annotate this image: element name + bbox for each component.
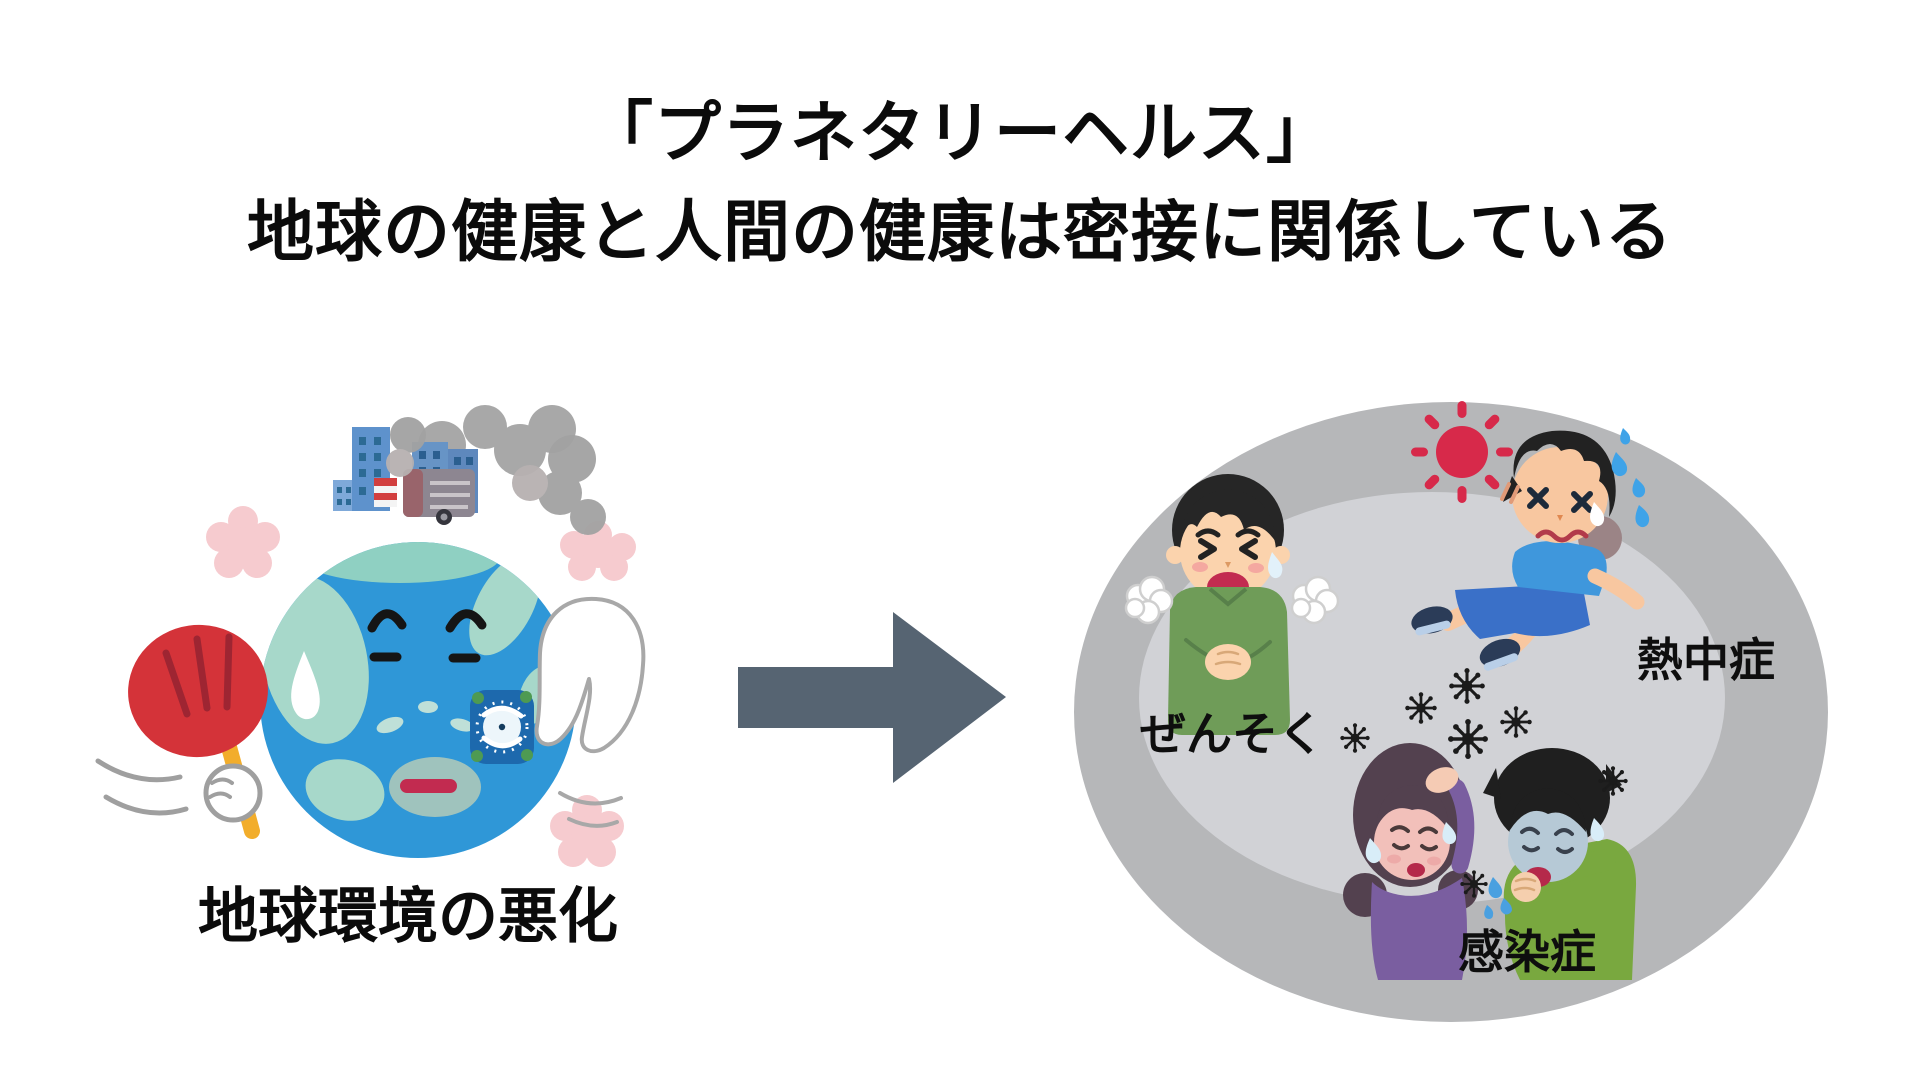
virus-icon	[1447, 666, 1487, 706]
sick-earth-icon	[260, 542, 576, 858]
virus-icon	[1597, 765, 1629, 797]
sick-earth-illustration	[95, 405, 646, 867]
cough-droplet-icon	[1484, 877, 1512, 919]
sun-icon	[1411, 401, 1513, 503]
breath-puff-icon	[1290, 575, 1340, 625]
page-title: 「プラネタリーヘルス」 地球の健康と人間の健康は密接に関係している	[0, 84, 1920, 282]
virus-icon	[1446, 717, 1490, 761]
sweat-drop-icon	[291, 651, 320, 720]
paper-fan-icon	[95, 624, 268, 839]
sweat-drop-icon	[1590, 818, 1605, 842]
sweat-drop-icon	[1611, 428, 1650, 528]
label-heatstroke: 熱中症	[1637, 634, 1775, 686]
asthma-person-icon	[1124, 474, 1340, 735]
truck-icon	[403, 469, 475, 525]
blossom-icon	[560, 521, 636, 581]
smoke-cloud-icon	[386, 417, 606, 535]
towel-arm-icon	[534, 596, 646, 828]
typhoon-icon	[470, 690, 534, 764]
polluted-city-icon	[333, 405, 606, 535]
cause-effect-arrow	[738, 612, 1006, 783]
sweat-drop-icon	[1365, 822, 1457, 864]
sweat-drop-icon	[1268, 552, 1283, 579]
blossom-icon	[550, 795, 624, 867]
health-effects-illustration	[1074, 401, 1828, 1022]
virus-icon	[1459, 869, 1489, 899]
building	[333, 480, 353, 511]
earth-face	[367, 609, 487, 663]
chimney-icon	[374, 478, 397, 507]
label-infection: 感染症	[1458, 926, 1596, 978]
title-line-1: 「プラネタリーヘルス」	[586, 96, 1334, 171]
title-line-2: 地球の健康と人間の健康は密接に関係している	[247, 195, 1673, 270]
left-caption: 地球環境の悪化	[198, 883, 618, 950]
coughing-man-icon	[1483, 748, 1637, 980]
breath-puff-icon	[1124, 575, 1174, 625]
virus-icon	[1403, 690, 1439, 726]
earth-mouth	[400, 779, 457, 793]
fever-woman-icon	[1343, 743, 1478, 980]
virus-icon	[1339, 722, 1371, 754]
heatstroke-person-icon	[1411, 428, 1650, 671]
label-asthma: ぜんそく	[1140, 708, 1324, 760]
virus-icon	[1498, 704, 1534, 740]
blossom-icon	[206, 506, 280, 578]
